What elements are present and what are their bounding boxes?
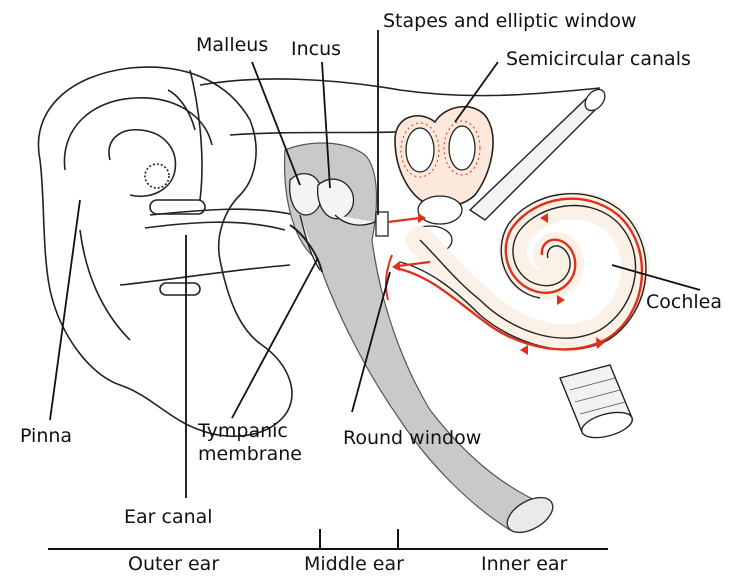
label-tympanic-line1: Tympanic [198,420,302,443]
label-tympanic-membrane: Tympanic membrane [198,420,302,466]
leader-malleus [252,62,300,185]
region-middle-ear: Middle ear [304,553,404,575]
leader-pinna [50,200,80,420]
label-ear-canal: Ear canal [124,506,213,528]
region-inner-ear: Inner ear [481,553,567,575]
nerve-tube [560,365,635,442]
pinna-drawing [38,67,291,436]
leader-tympanic [232,258,318,418]
label-pinna: Pinna [20,425,72,447]
region-outer-ear: Outer ear [128,553,219,575]
label-tympanic-line2: membrane [198,443,302,466]
label-malleus: Malleus [196,34,268,56]
label-cochlea: Cochlea [646,291,722,313]
label-incus: Incus [291,38,341,60]
label-stapes: Stapes and elliptic window [383,10,637,32]
label-semicircular-canals: Semicircular canals [506,48,691,70]
label-round-window: Round window [343,427,481,449]
